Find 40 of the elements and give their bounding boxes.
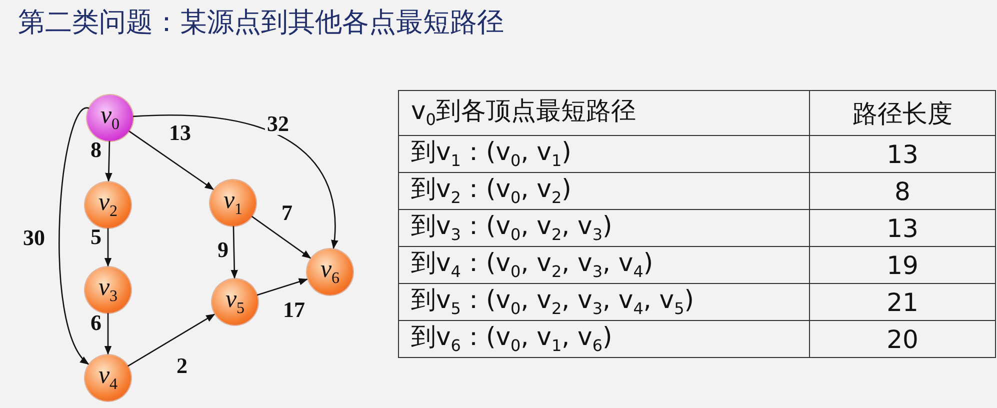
vertex-label: v$_{0}$	[100, 103, 120, 133]
length-cell: 19	[810, 246, 996, 284]
path-cell: 到v$_{2}$：(v$_{0}$, v$_{2}$)	[398, 172, 810, 210]
vertex-label: v$_{1}$	[223, 188, 243, 218]
vertex-label: v$_{4}$	[98, 363, 118, 393]
vertex-circle	[212, 279, 258, 325]
length-cell: 13	[810, 136, 996, 172]
path-cell: 到v$_{5}$：(v$_{0}$, v$_{2}$, v$_{3}$, v$_{4}$, v$_{5}$)	[398, 284, 810, 320]
vertex-circle	[87, 95, 133, 141]
arrow	[256, 278, 308, 296]
length-cell: 21	[810, 284, 996, 320]
path-cell: 到v$_{6}$：(v$_{0}$, v$_{1}$, v$_{6}$)	[398, 320, 810, 358]
vertex-circle	[307, 249, 353, 295]
vertex-circle	[210, 180, 256, 226]
arrow	[128, 130, 214, 190]
length-cell: 13	[810, 210, 996, 246]
arrow	[127, 314, 216, 367]
edge-label: 32	[265, 113, 291, 135]
vertex-label: v$_{6}$	[320, 257, 340, 287]
arrow	[251, 216, 312, 259]
header-cell: 路径长度	[810, 90, 996, 136]
vertex-label: v$_{2}$	[98, 190, 118, 220]
path-cell: 到v$_{3}$：(v$_{0}$, v$_{2}$, v$_{3}$)	[398, 210, 810, 246]
arrow	[104, 313, 112, 355]
vertex-label: v$_{5}$	[225, 287, 245, 317]
vertex-circle	[85, 182, 131, 228]
vertex-label: v$_{3}$	[98, 275, 118, 305]
vertex-circle	[85, 355, 131, 401]
arrow	[105, 140, 112, 182]
path-cell: 到v$_{4}$：(v$_{0}$, v$_{2}$, v$_{3}$, v$_{4}$)	[398, 246, 810, 284]
arrow	[230, 226, 238, 279]
arrow	[132, 114, 338, 250]
length-cell: 20	[810, 320, 996, 358]
arrow	[104, 228, 112, 267]
header-cell: v$_{0}$到各顶点最短路径	[398, 90, 810, 136]
length-cell: 8	[810, 172, 996, 210]
path-cell: 到v$_{1}$：(v$_{0}$, v$_{1}$)	[398, 136, 810, 172]
title: 第二类问题：某源点到其他各点最短路径	[18, 6, 504, 40]
vertex-circle	[85, 267, 131, 313]
arrow	[58, 108, 90, 365]
